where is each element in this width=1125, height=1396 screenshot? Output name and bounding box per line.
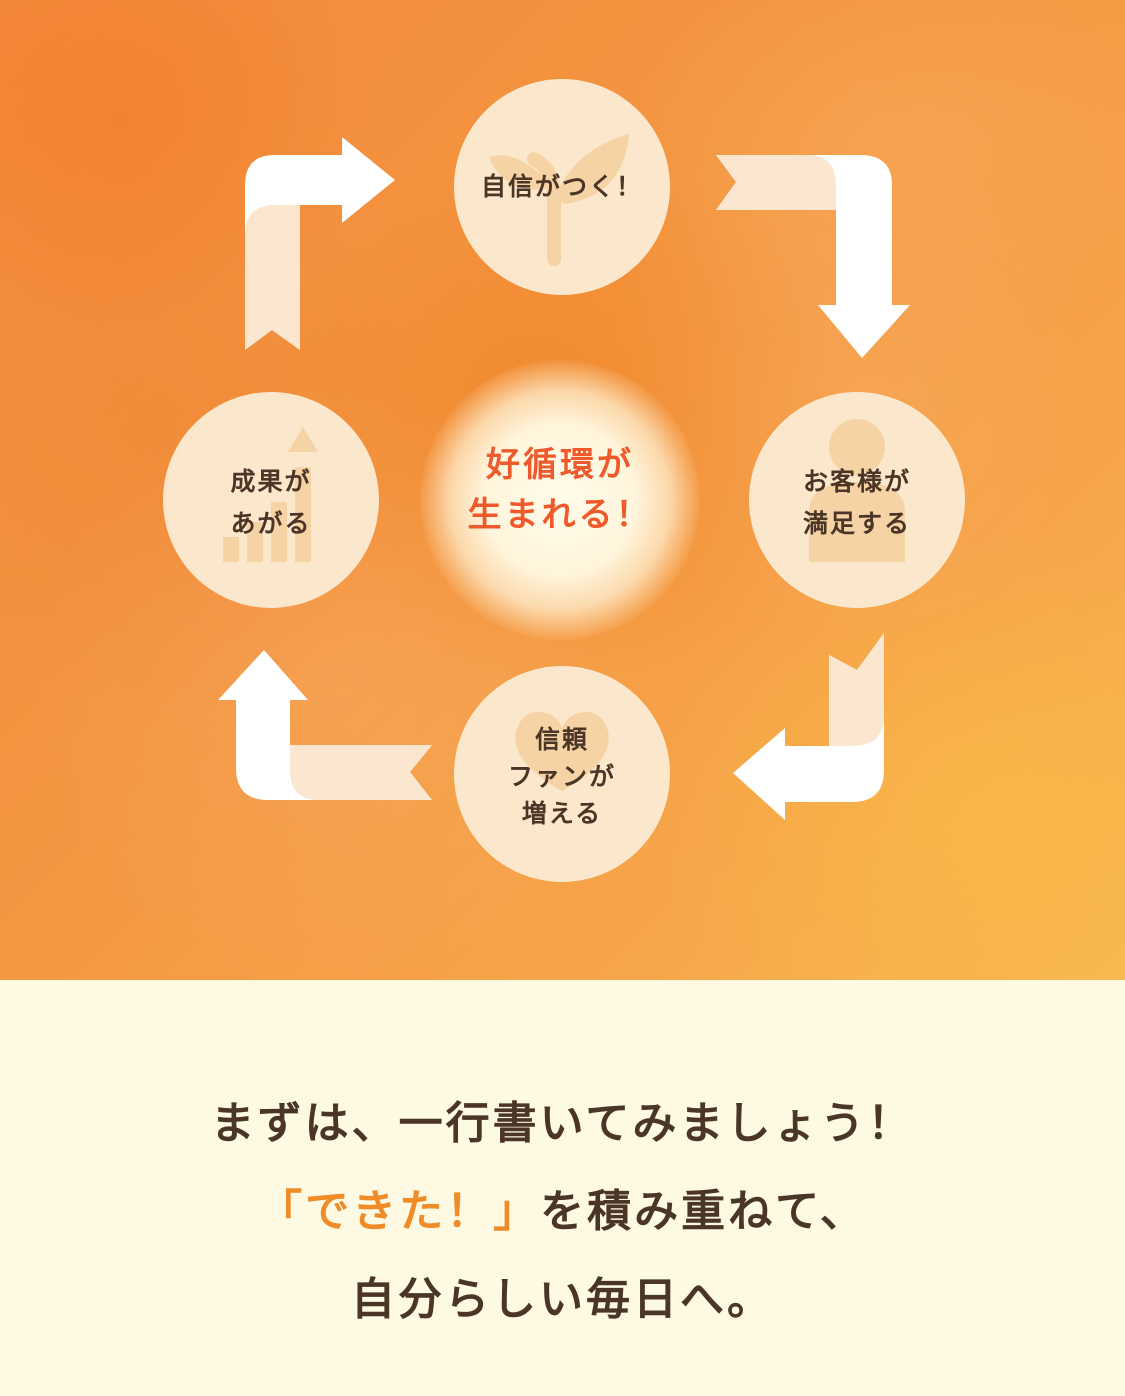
node-label: 成果が [230,467,312,496]
arrow-bottom-to-left [218,650,432,800]
arrow-left-to-top [245,137,395,350]
heart-icon [515,712,609,791]
node-label: あがる [230,509,312,538]
arrow-top-to-right [716,155,910,358]
node-label: お客様が [802,467,911,496]
node-label: ファンが [507,762,616,791]
center-label-line: 生まれる！ [467,495,653,535]
growth-bar-chart-icon [223,427,318,562]
message-line-3: 自分らしい毎日へ。 [351,1274,774,1325]
message-line-2: 「できた！」を積み重ねて、 [0,1168,1125,1256]
cycle-node-customer-satisfied: お客様が 満足する [749,392,965,608]
person-icon [809,419,905,562]
cycle-node-trust-fans: 信頼 ファンが 増える [454,666,670,882]
cycle-arrows [218,137,910,820]
node-label: 自信がつく！ [480,172,643,201]
center-label: 好循環が 生まれる！ [420,440,700,540]
arrow-right-to-bottom [733,633,884,820]
message-accent: 「できた！」 [258,1186,541,1237]
message-line-1: まずは、一行書いてみましょう！ [210,1098,915,1149]
cycle-node-confidence: 自信がつく！ [454,79,670,295]
sprout-icon [489,134,629,266]
center-glow [420,360,700,640]
node-label: 増える [521,799,603,828]
message-line-2-rest: を積み重ねて、 [540,1186,867,1237]
node-label: 信頼 [534,725,589,754]
node-label: 満足する [802,509,911,538]
center-label-line: 好循環が [486,445,634,485]
cycle-node-results: 成果が あがる [163,392,379,608]
closing-message: まずは、一行書いてみましょう！ 「できた！」を積み重ねて、 自分らしい毎日へ。 [0,1080,1125,1344]
